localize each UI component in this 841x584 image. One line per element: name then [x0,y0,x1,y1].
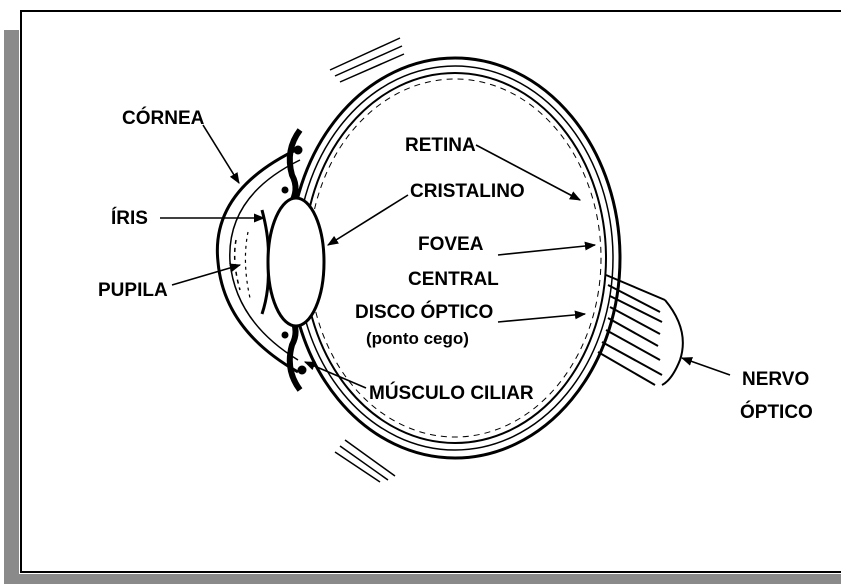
extraocular-tendons [330,38,404,482]
label-iris: ÍRIS [111,207,148,229]
arrow-pupila [172,265,240,285]
arrow-cristalino [328,195,408,245]
label-fovea-line1: FOVEA [418,234,484,255]
lens-shape [268,198,324,326]
leader-arrows [160,125,730,388]
label-pupila: PUPILA [98,280,168,301]
arrow-cornea [203,125,239,183]
label-musculo: MÚSCULO CILIAR [369,382,534,404]
arrow-disco [498,314,585,322]
label-cornea: CÓRNEA [122,107,205,129]
label-nervo-line1: NERVO [742,369,809,390]
label-disco-line2: (ponto cego) [366,329,469,348]
label-nervo-line2: ÓPTICO [740,401,813,423]
arrow-fovea [498,245,595,255]
arrow-nervo [682,358,730,375]
label-cristalino: CRISTALINO [410,181,525,202]
label-retina: RETINA [405,135,476,156]
label-disco-line1: DISCO ÓPTICO [355,301,493,323]
label-fovea-line2: CENTRAL [408,269,499,290]
